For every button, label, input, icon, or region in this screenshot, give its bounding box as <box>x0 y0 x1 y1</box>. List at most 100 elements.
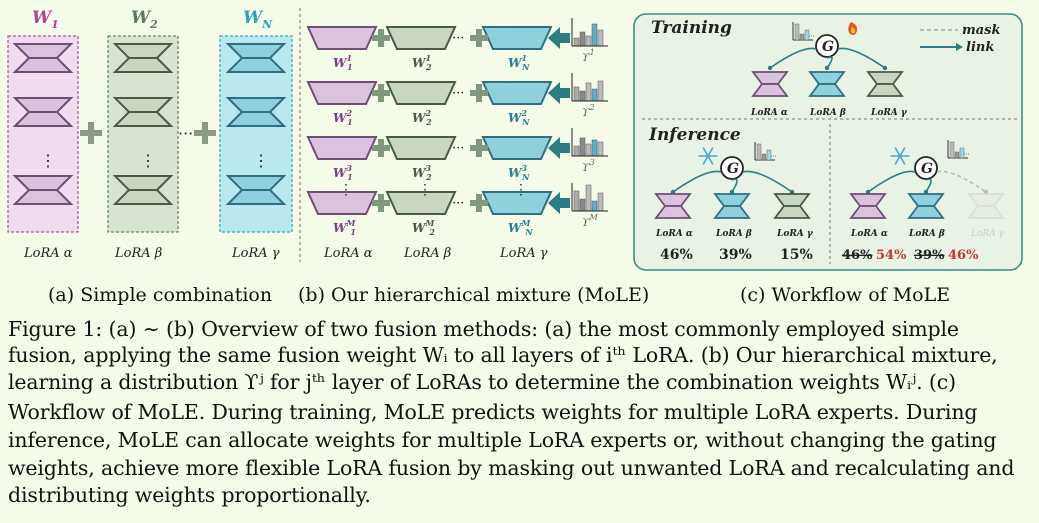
caption-line-7: distributing weights proportionally. <box>8 483 371 507</box>
vertical-ellipsis: ⋮ <box>40 151 56 170</box>
histogram-bar <box>579 137 586 157</box>
histogram-bar <box>573 86 580 102</box>
train-lora-gamma: LoRA γ <box>870 108 908 118</box>
train-lora-alpha: LoRA α <box>750 108 788 118</box>
lora-module-icon <box>967 193 1005 219</box>
lora-module-icon <box>808 71 846 97</box>
training-title: Training <box>651 18 732 38</box>
inf-right-lora-alpha: LoRA α <box>850 229 888 239</box>
histogram-bar <box>766 149 772 161</box>
lora-layer-block <box>481 26 553 50</box>
figure-1: W1 W2 WN ⋮ ⋮ ⋮ ··· LoRA α LoRA β LoRA γ … <box>7 8 1023 271</box>
lora-layer-block <box>385 136 457 160</box>
histogram-bar <box>573 145 580 157</box>
vertical-ellipsis: ⋮ <box>339 182 353 198</box>
histogram-bar <box>756 143 762 161</box>
lora-module-icon <box>907 193 945 219</box>
vertical-ellipsis: ⋮ <box>253 151 269 170</box>
histogram-bar <box>585 184 592 212</box>
inf-right-lora-beta: LoRA β <box>908 229 945 239</box>
snowflake-icon <box>698 147 718 165</box>
lora-label-a: LoRA α <box>23 246 73 261</box>
distribution-label: ϒM <box>582 213 599 229</box>
lora-layer-block <box>385 26 457 50</box>
train-lora-beta: LoRA β <box>809 108 846 118</box>
lora-layer <box>225 189 287 205</box>
subcaption-c: (c) Workflow of MoLE <box>740 284 951 306</box>
histogram-bar <box>591 23 598 47</box>
caption-line-4: Workflow of MoLE. During training, MoLE … <box>8 400 978 424</box>
weight-title-2: W2 <box>131 8 158 31</box>
lora-layer-block <box>481 191 553 215</box>
plus-icon <box>372 84 390 102</box>
vertical-ellipsis: ⋮ <box>514 182 528 198</box>
lora-beta-stack: ⋮ <box>112 43 174 205</box>
histogram-bar <box>597 29 604 47</box>
weight-beta: 39% <box>719 247 752 263</box>
lora-layer <box>225 57 287 73</box>
inference-title: Inference <box>648 125 741 145</box>
link-arrow <box>867 170 916 193</box>
old-weight-alpha: 46% <box>842 248 873 263</box>
old-weight-beta: 39% <box>914 248 945 263</box>
subcaption-a: (a) Simple combination <box>48 284 273 306</box>
histogram-bar <box>591 200 598 212</box>
histogram-bar <box>597 80 604 102</box>
lora-layer <box>112 189 174 205</box>
caption-line-2: fusion, applying the same fusion weight … <box>8 343 998 367</box>
plus-icon <box>470 29 488 47</box>
lora-layer-block <box>306 191 378 215</box>
histogram-bar <box>794 23 800 41</box>
lora-layer-block <box>481 81 553 105</box>
arrow-left-icon <box>548 27 570 49</box>
inf-left-lora-beta: LoRA β <box>715 229 752 239</box>
lora-layer-block <box>385 81 457 105</box>
histogram-bar <box>799 33 805 41</box>
plus-icon <box>80 122 102 144</box>
plus-icon <box>194 122 216 144</box>
lora-layer-block <box>306 136 378 160</box>
lora-alpha-stack: ⋮ <box>12 43 74 205</box>
plus-icon <box>372 194 390 212</box>
plus-icon <box>372 139 390 157</box>
panel-a: W1 W2 WN ⋮ ⋮ ⋮ ··· LoRA α LoRA β LoRA γ <box>7 8 293 261</box>
gate-label: G <box>921 161 933 177</box>
distribution-label: ϒ3 <box>582 158 595 174</box>
ellipsis: ··· <box>452 31 464 46</box>
lora-module-icon <box>713 193 751 219</box>
lora-layer <box>112 111 174 127</box>
caption-line-3: learning a distribution ϒʲ for jᵗʰ layer… <box>8 370 956 394</box>
panel-b-labels: LoRA α LoRA β LoRA γ <box>323 246 548 261</box>
link-arrow <box>925 178 932 193</box>
lora-layer <box>12 189 74 205</box>
legend-link: link <box>966 40 994 55</box>
ellipsis: ··· <box>178 124 193 143</box>
histogram-bar <box>573 37 580 47</box>
lora-layer <box>112 57 174 73</box>
ellipsis: ··· <box>452 86 464 101</box>
lora-module-icon <box>866 71 904 97</box>
inf-left-lora-gamma: LoRA γ <box>776 229 814 239</box>
link-arrow <box>742 170 793 193</box>
link-arrow <box>672 170 722 193</box>
vertical-ellipsis: ⋮ <box>418 182 432 198</box>
gate-label: G <box>727 161 739 177</box>
lora-module-icon <box>654 193 692 219</box>
inf-right-lora-gamma-masked: LoRA γ <box>970 229 1005 239</box>
snowflake-icon <box>890 147 910 165</box>
caption-line-1: Figure 1: (a) ∼ (b) Overview of two fusi… <box>8 317 959 341</box>
lora-layer-block <box>306 26 378 50</box>
subcaption-b: (b) Our hierarchical mixture (MoLE) <box>298 284 650 306</box>
lora-label-b-gamma: LoRA γ <box>499 246 548 261</box>
plus-icon <box>470 194 488 212</box>
